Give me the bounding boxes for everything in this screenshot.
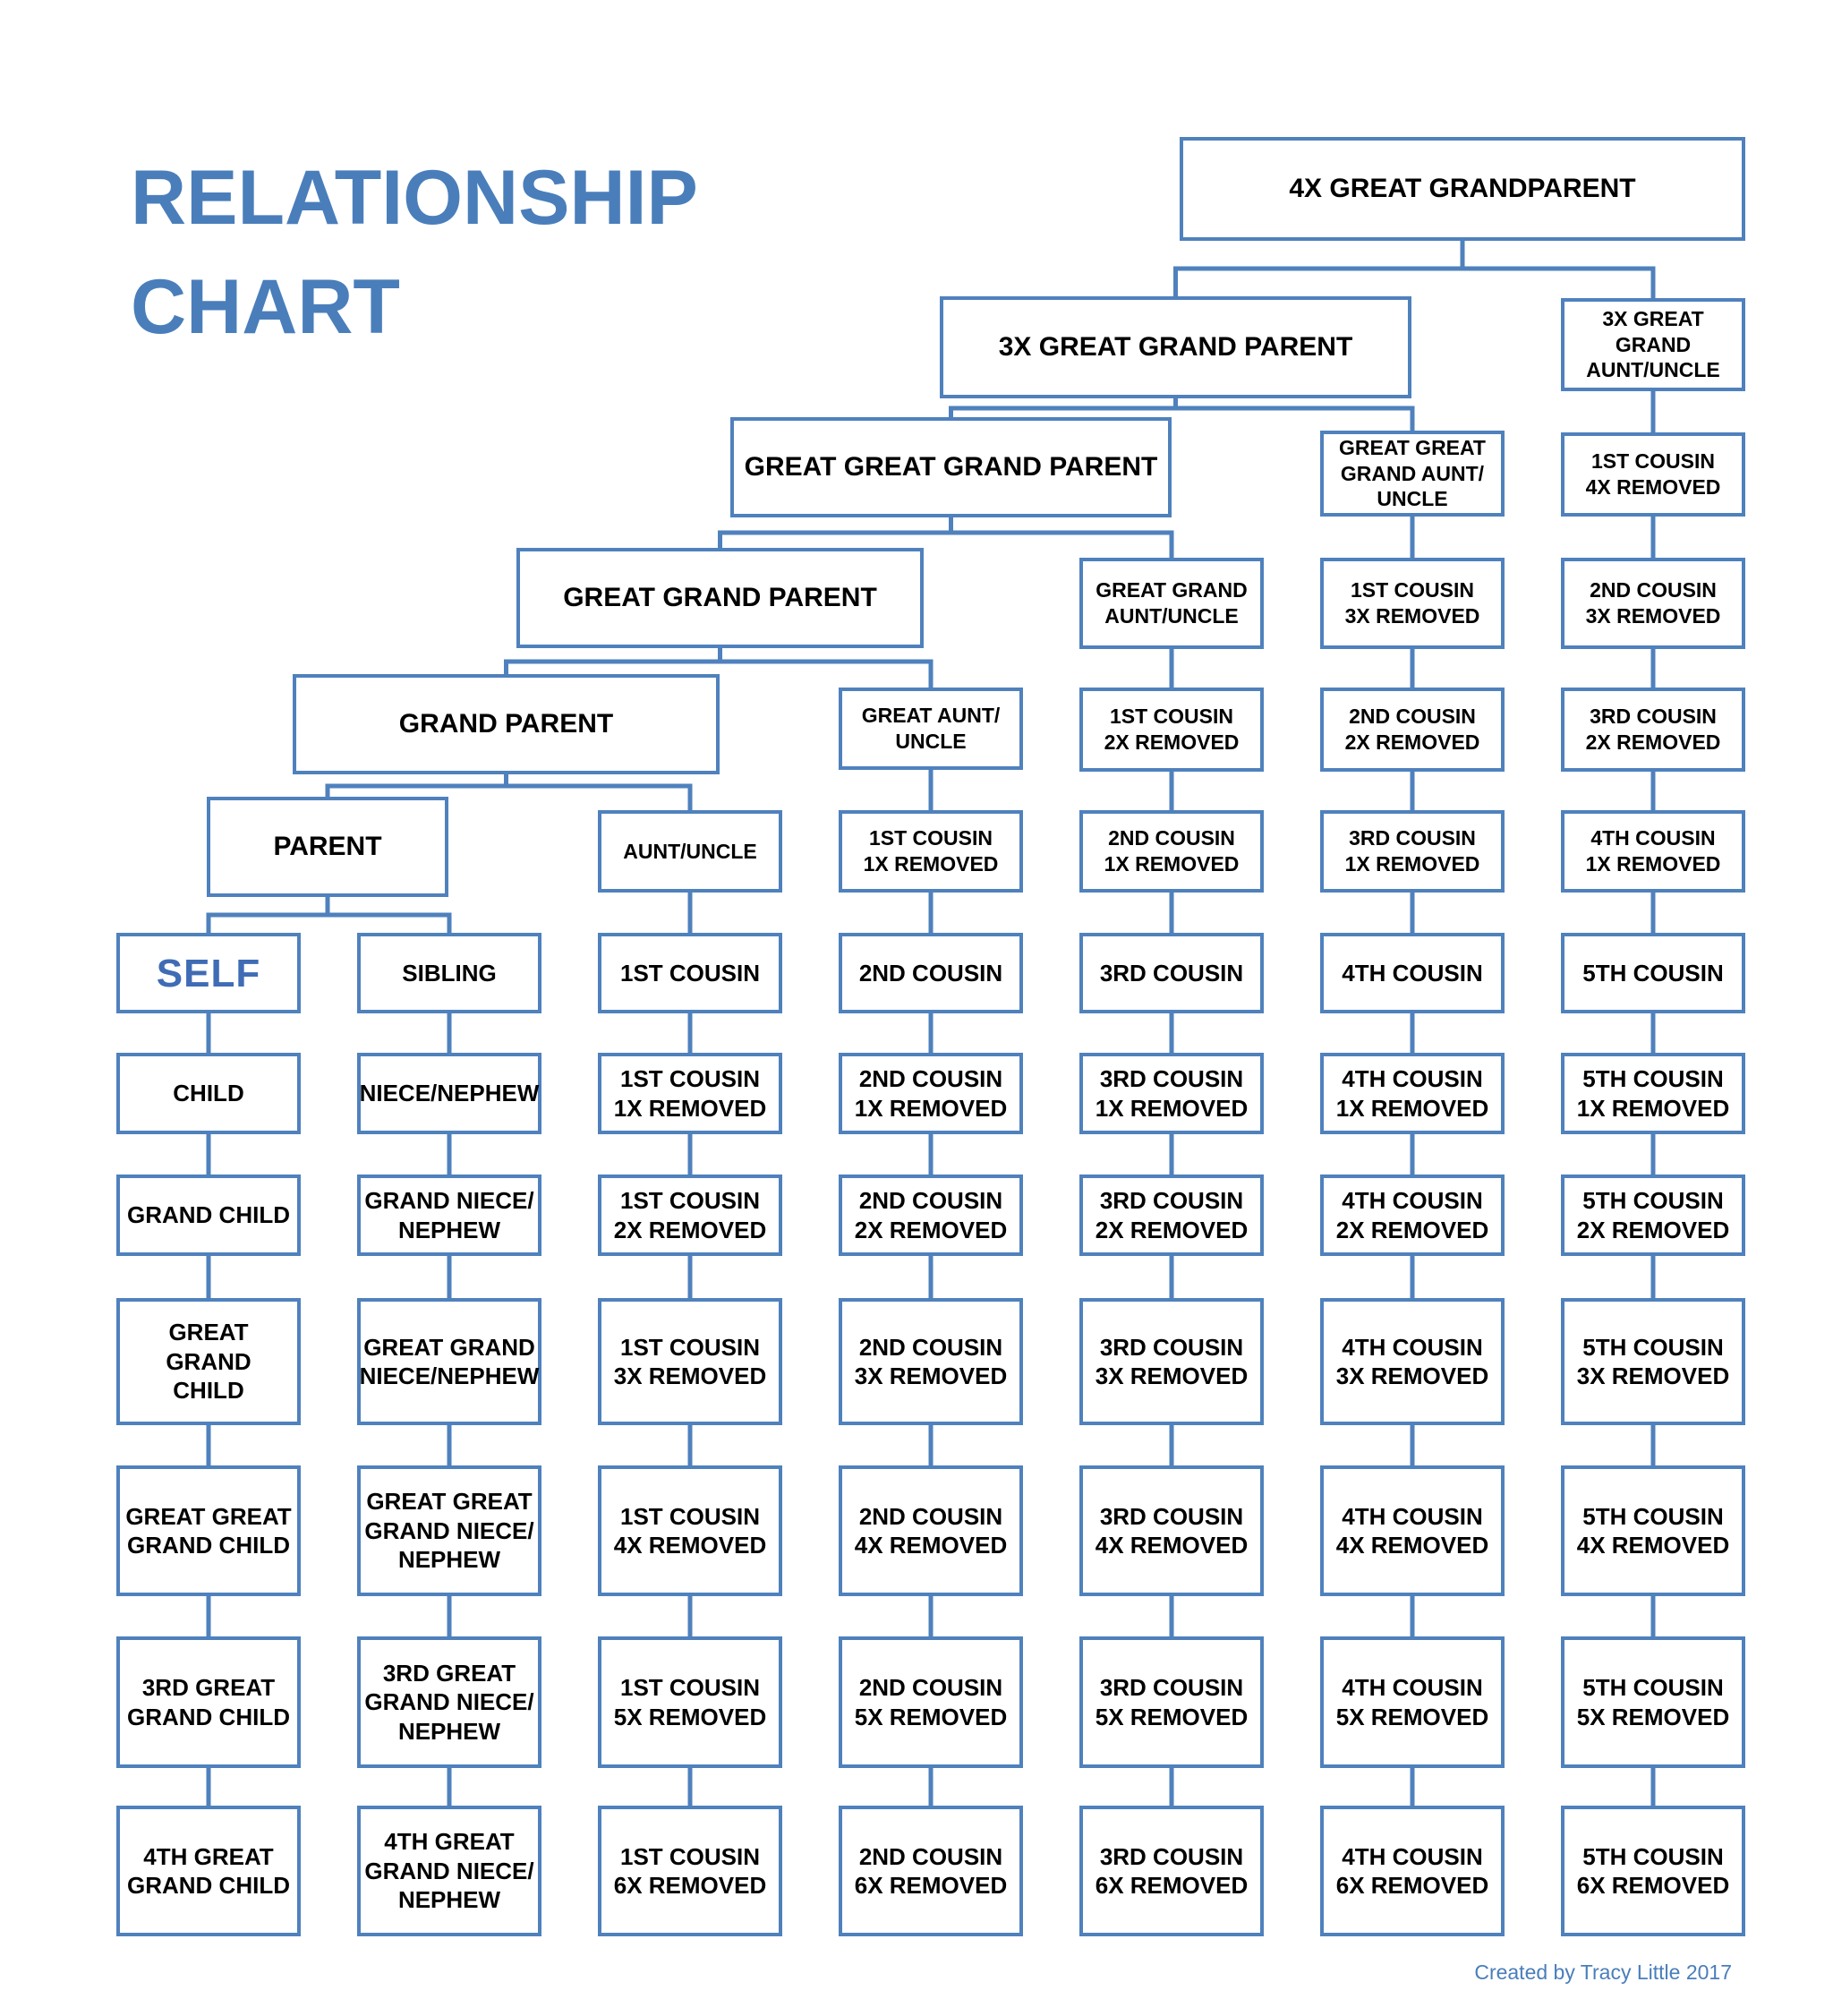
- box-4th-cousin-4x-removed: 4TH COUSIN 4X REMOVED: [1320, 1465, 1505, 1596]
- box-3x-great-grand-aunt-uncle: 3X GREAT GRAND AUNT/UNCLE: [1561, 298, 1745, 391]
- box-4th-cousin-2x-removed: 4TH COUSIN 2X REMOVED: [1320, 1175, 1505, 1256]
- box-4th-great-grand-child: 4TH GREAT GRAND CHILD: [116, 1806, 301, 1936]
- box-parent: PARENT: [207, 797, 448, 897]
- fork-connector-na: [1173, 236, 1656, 304]
- box-sibling: SIBLING: [357, 933, 541, 1013]
- box-2nd-cousin-5x-removed: 2ND COUSIN 5X REMOVED: [839, 1636, 1023, 1768]
- box-4x-great-grandparent: 4X GREAT GRANDPARENT: [1180, 137, 1745, 241]
- box-niece-nephew: NIECE/NEPHEW: [357, 1053, 541, 1134]
- box-1st-cousin-4x-removed: 1ST COUSIN 4X REMOVED: [1561, 432, 1745, 517]
- box-1st-cousin-5x-removed: 1ST COUSIN 5X REMOVED: [598, 1636, 782, 1768]
- fork-connector-nf-p: [206, 893, 452, 939]
- box-5th-cousin-5x-removed: 5TH COUSIN 5X REMOVED: [1561, 1636, 1745, 1768]
- box-great-grand-child: GREAT GRAND CHILD: [116, 1298, 301, 1425]
- box-great-aunt-uncle: GREAT AUNT/ UNCLE: [839, 688, 1023, 770]
- box-grand-niece-nephew: GRAND NIECE/ NEPHEW: [357, 1175, 541, 1256]
- box-great-grand-aunt-uncle: GREAT GRAND AUNT/UNCLE: [1079, 558, 1264, 649]
- box-2nd-cousin-1x-removed: 2ND COUSIN 1X REMOVED: [1079, 810, 1264, 893]
- box-great-grand-niece-nephew: GREAT GRAND NIECE/NEPHEW: [357, 1298, 541, 1425]
- box-3rd-cousin: 3RD COUSIN: [1079, 933, 1264, 1013]
- box-2nd-cousin-1x-removed: 2ND COUSIN 1X REMOVED: [839, 1053, 1023, 1134]
- box-4th-cousin-6x-removed: 4TH COUSIN 6X REMOVED: [1320, 1806, 1505, 1936]
- box-grand-child: GRAND CHILD: [116, 1175, 301, 1256]
- box-3rd-cousin-2x-removed: 3RD COUSIN 2X REMOVED: [1561, 688, 1745, 772]
- box-1st-cousin-2x-removed: 1ST COUSIN 2X REMOVED: [598, 1175, 782, 1256]
- box-great-grand-parent: GREAT GRAND PARENT: [516, 548, 924, 648]
- box-1st-cousin-3x-removed: 1ST COUSIN 3X REMOVED: [1320, 558, 1505, 649]
- box-3rd-cousin-5x-removed: 3RD COUSIN 5X REMOVED: [1079, 1636, 1264, 1768]
- box-1st-cousin-1x-removed: 1ST COUSIN 1X REMOVED: [598, 1053, 782, 1134]
- box-3rd-cousin-2x-removed: 3RD COUSIN 2X REMOVED: [1079, 1175, 1264, 1256]
- page-title-line2: CHART: [131, 264, 400, 350]
- page-title-line1: RELATIONSHIP: [131, 155, 698, 241]
- box-1st-cousin: 1ST COUSIN: [598, 933, 782, 1013]
- box-1st-cousin-4x-removed: 1ST COUSIN 4X REMOVED: [598, 1465, 782, 1596]
- box-1st-cousin-2x-removed: 1ST COUSIN 2X REMOVED: [1079, 688, 1264, 772]
- box-3rd-cousin-3x-removed: 3RD COUSIN 3X REMOVED: [1079, 1298, 1264, 1425]
- box-5th-cousin: 5TH COUSIN: [1561, 933, 1745, 1013]
- box-2nd-cousin-2x-removed: 2ND COUSIN 2X REMOVED: [839, 1175, 1023, 1256]
- box-2nd-cousin-6x-removed: 2ND COUSIN 6X REMOVED: [839, 1806, 1023, 1936]
- box-4th-cousin-5x-removed: 4TH COUSIN 5X REMOVED: [1320, 1636, 1505, 1768]
- box-3x-great-grand-parent: 3X GREAT GRAND PARENT: [940, 296, 1411, 398]
- credit-text: Created by Tracy Little 2017: [1474, 1960, 1732, 1984]
- box-4th-cousin-1x-removed: 4TH COUSIN 1X REMOVED: [1320, 1053, 1505, 1134]
- box-1st-cousin-1x-removed: 1ST COUSIN 1X REMOVED: [839, 810, 1023, 893]
- box-great-great-grand-child: GREAT GREAT GRAND CHILD: [116, 1465, 301, 1596]
- box-1st-cousin-3x-removed: 1ST COUSIN 3X REMOVED: [598, 1298, 782, 1425]
- box-2nd-cousin-2x-removed: 2ND COUSIN 2X REMOVED: [1320, 688, 1505, 772]
- box-4th-cousin: 4TH COUSIN: [1320, 933, 1505, 1013]
- box-5th-cousin-4x-removed: 5TH COUSIN 4X REMOVED: [1561, 1465, 1745, 1596]
- box-2nd-cousin-4x-removed: 2ND COUSIN 4X REMOVED: [839, 1465, 1023, 1596]
- box-2nd-cousin-3x-removed: 2ND COUSIN 3X REMOVED: [1561, 558, 1745, 649]
- box-3rd-cousin-1x-removed: 3RD COUSIN 1X REMOVED: [1320, 810, 1505, 893]
- box-3rd-cousin-1x-removed: 3RD COUSIN 1X REMOVED: [1079, 1053, 1264, 1134]
- box-5th-cousin-3x-removed: 5TH COUSIN 3X REMOVED: [1561, 1298, 1745, 1425]
- box-3rd-great-grand-niece-nephew: 3RD GREAT GRAND NIECE/ NEPHEW: [357, 1636, 541, 1768]
- box-4th-cousin-1x-removed: 4TH COUSIN 1X REMOVED: [1561, 810, 1745, 893]
- box-3rd-cousin-4x-removed: 3RD COUSIN 4X REMOVED: [1079, 1465, 1264, 1596]
- box-2nd-cousin-3x-removed: 2ND COUSIN 3X REMOVED: [839, 1298, 1023, 1425]
- box-4th-cousin-3x-removed: 4TH COUSIN 3X REMOVED: [1320, 1298, 1505, 1425]
- box-5th-cousin-2x-removed: 5TH COUSIN 2X REMOVED: [1561, 1175, 1745, 1256]
- box-aunt-uncle: AUNT/UNCLE: [598, 810, 782, 893]
- box-self: SELF: [116, 933, 301, 1013]
- fork-connector-nc-p: [718, 513, 1174, 564]
- box-3rd-cousin-6x-removed: 3RD COUSIN 6X REMOVED: [1079, 1806, 1264, 1936]
- box-child: CHILD: [116, 1053, 301, 1134]
- box-1st-cousin-6x-removed: 1ST COUSIN 6X REMOVED: [598, 1806, 782, 1936]
- box-great-great-grand-niece-nephew: GREAT GREAT GRAND NIECE/ NEPHEW: [357, 1465, 541, 1596]
- box-grand-parent: GRAND PARENT: [293, 674, 720, 774]
- box-great-great-grand-aunt-uncle: GREAT GREAT GRAND AUNT/ UNCLE: [1320, 431, 1505, 517]
- box-5th-cousin-6x-removed: 5TH COUSIN 6X REMOVED: [1561, 1806, 1745, 1936]
- box-4th-great-grand-niece-nephew: 4TH GREAT GRAND NIECE/ NEPHEW: [357, 1806, 541, 1936]
- box-great-great-grand-parent: GREAT GREAT GRAND PARENT: [730, 417, 1172, 517]
- box-5th-cousin-1x-removed: 5TH COUSIN 1X REMOVED: [1561, 1053, 1745, 1134]
- fork-connector-nb-p: [949, 394, 1415, 437]
- box-3rd-great-grand-child: 3RD GREAT GRAND CHILD: [116, 1636, 301, 1768]
- page-title: RELATIONSHIP CHART: [131, 143, 698, 362]
- box-2nd-cousin: 2ND COUSIN: [839, 933, 1023, 1013]
